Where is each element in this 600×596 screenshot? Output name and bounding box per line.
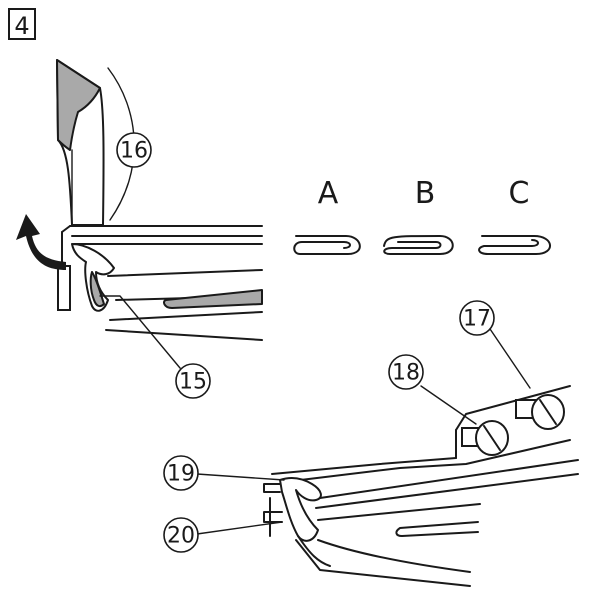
callout-16-label: 16 xyxy=(120,139,148,164)
callout-15: 15 xyxy=(175,363,211,399)
callout-19: 19 xyxy=(163,455,199,491)
callout-17: 17 xyxy=(459,300,495,336)
callout-16: 16 xyxy=(116,132,152,168)
hem-profile-b xyxy=(383,235,454,255)
callout-17-label: 17 xyxy=(463,307,491,332)
callout-20-label: 20 xyxy=(167,524,195,549)
callout-18-label: 18 xyxy=(392,361,420,386)
hem-profile-c xyxy=(478,235,551,255)
fold-assembly-upper xyxy=(16,59,263,369)
screw-17-icon xyxy=(515,394,565,430)
lift-arrow-icon xyxy=(16,214,66,270)
variant-label-a: A xyxy=(318,176,339,211)
callout-19-label: 19 xyxy=(167,462,195,487)
step-number: 4 xyxy=(14,12,29,40)
callout-18: 18 xyxy=(388,354,424,390)
hem-variants: A B C xyxy=(293,176,551,255)
callout-20: 20 xyxy=(163,517,199,553)
variant-label-c: C xyxy=(509,176,530,211)
variant-label-b: B xyxy=(415,176,436,211)
screw-18-icon xyxy=(461,420,509,456)
callout-15-label: 15 xyxy=(179,370,207,395)
step-box: 4 xyxy=(8,8,36,40)
hem-profile-a xyxy=(293,235,361,255)
fold-assembly-lower xyxy=(196,325,579,587)
